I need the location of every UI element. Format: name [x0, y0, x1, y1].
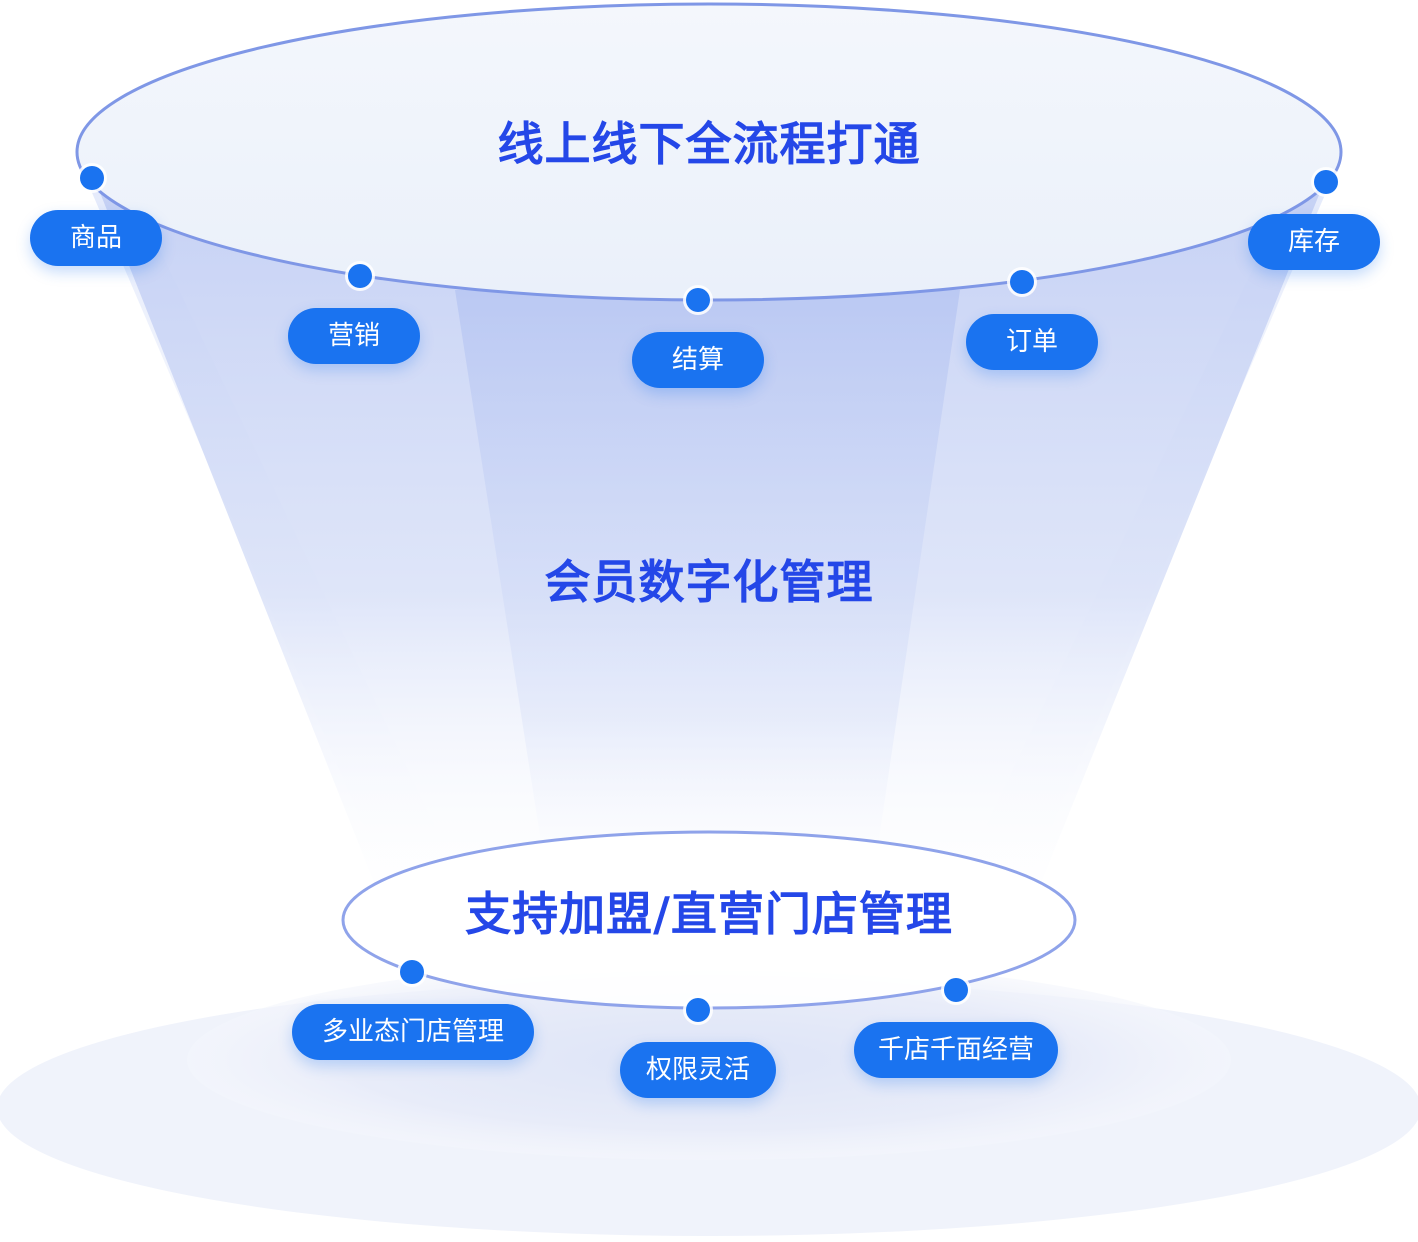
top-item-pill: 订单: [966, 314, 1098, 370]
bottom-dot-1: [400, 960, 424, 984]
funnel-center-band: [455, 290, 960, 900]
top-item-pill: 商品: [30, 210, 162, 266]
top-item-pill: 库存: [1248, 214, 1380, 270]
bottom-title: 支持加盟/直营门店管理: [465, 887, 953, 941]
bottom-dot-2: [686, 998, 710, 1022]
top-dot-5: [1314, 170, 1338, 194]
middle-title: 会员数字化管理: [544, 555, 874, 609]
top-title: 线上线下全流程打通: [497, 117, 921, 171]
bottom-item-pill: 权限灵活: [620, 1042, 776, 1098]
bottom-dot-3: [944, 978, 968, 1002]
top-item-pill: 营销: [288, 308, 420, 364]
top-item-pill: 结算: [632, 332, 764, 388]
top-dot-3: [686, 288, 710, 312]
top-dot-1: [80, 166, 104, 190]
bottom-item-pill: 多业态门店管理: [292, 1004, 534, 1060]
bottom-item-pill: 千店千面经营: [854, 1022, 1058, 1078]
top-dot-4: [1010, 270, 1034, 294]
top-dot-2: [348, 264, 372, 288]
